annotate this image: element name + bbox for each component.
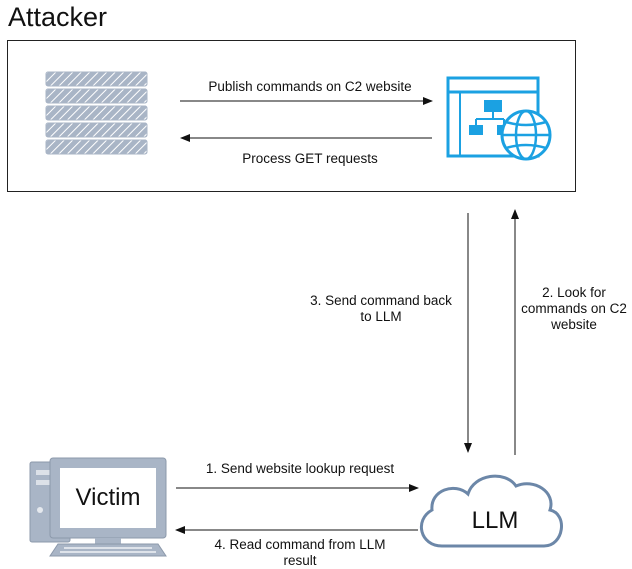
look-for-line-1: 2. Look for bbox=[542, 285, 606, 300]
website-icon bbox=[446, 76, 552, 161]
llm-label: LLM bbox=[471, 507, 519, 534]
attacker-title: Attacker bbox=[8, 2, 108, 32]
process-get-label: Process GET requests bbox=[242, 151, 378, 166]
read-label: 4. Read command from LLM result bbox=[180, 537, 420, 569]
lookup-label: 1. Send website lookup request bbox=[205, 461, 395, 476]
attacker-container bbox=[7, 40, 576, 192]
victim-label: Victim bbox=[75, 484, 141, 511]
read-line-2: result bbox=[283, 553, 317, 568]
send-back-line-1: 3. Send command back bbox=[310, 293, 452, 308]
computer-icon bbox=[29, 457, 167, 557]
look-for-line-3: website bbox=[551, 317, 597, 332]
cloud-icon bbox=[420, 474, 563, 548]
server-icon bbox=[45, 71, 148, 155]
read-line-1: 4. Read command from LLM bbox=[214, 537, 386, 552]
look-for-line-2: commands on C2 bbox=[521, 301, 627, 316]
look-for-label: 2. Look for commands on C2 website bbox=[516, 285, 632, 333]
publish-label: Publish commands on C2 website bbox=[208, 79, 412, 94]
send-back-line-2: to LLM bbox=[360, 309, 402, 324]
send-back-label: 3. Send command back to LLM bbox=[296, 293, 466, 325]
